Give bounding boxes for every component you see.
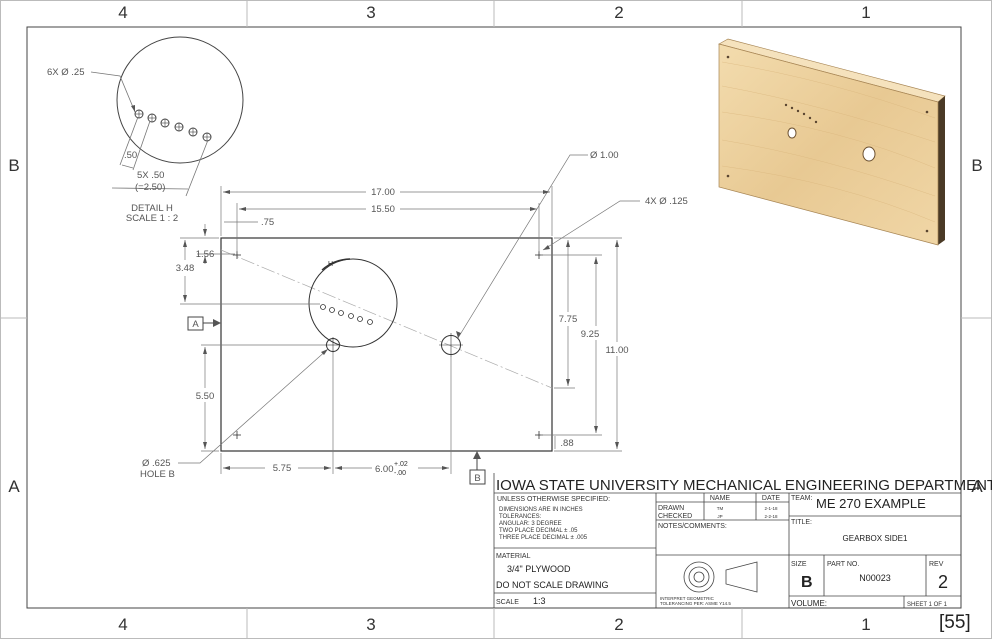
datum-a: A xyxy=(187,316,213,331)
notes-label: NOTES/COMMENTS: xyxy=(658,523,727,530)
gdt-note-2: TOLERANCING PER: ASME Y14.5 xyxy=(660,601,731,606)
datum-b: B xyxy=(469,459,486,485)
scale-label: SCALE xyxy=(496,599,519,606)
dim-lower-left: 5.50 xyxy=(196,391,215,402)
detail-pitch-callout: 5X .50 xyxy=(137,170,164,181)
callout-small-holes: 4X Ø .125 xyxy=(645,196,688,207)
zone-label-top-1: 1 xyxy=(861,3,870,22)
dim-top-offset: 1.56 xyxy=(196,249,215,260)
part-number-label: PART NO. xyxy=(827,561,859,568)
detail-pitch-first: .50 xyxy=(124,150,137,161)
team-value: ME 270 EXAMPLE xyxy=(816,496,926,511)
dimension-arrowheads xyxy=(131,105,619,470)
isometric-view-panel xyxy=(718,38,946,246)
do-not-scale: DO NOT SCALE DRAWING xyxy=(496,580,609,590)
size-label: SIZE xyxy=(791,561,807,568)
zone-label-bottom-1: 1 xyxy=(861,615,870,634)
main-view-dimensions xyxy=(178,154,640,474)
detail-view-h: 6X Ø .25 .50 5X .50 (=2.50) DETAIL H SCA… xyxy=(47,36,244,224)
team-label: TEAM: xyxy=(791,495,812,502)
rev-value: 2 xyxy=(938,572,948,592)
drawn-date: 2-1-18 xyxy=(764,506,778,511)
dim-bottom-right: .88 xyxy=(560,438,573,449)
title-value: GEARBOX SIDE1 xyxy=(843,534,908,543)
dim-tolerance-minus: -.00 xyxy=(394,470,406,477)
detail-title: DETAIL H xyxy=(131,203,173,214)
zone-label-bottom-4: 4 xyxy=(118,615,127,634)
scale-value: 1:3 xyxy=(533,596,546,606)
detail-total-callout: (=2.50) xyxy=(135,182,165,193)
detail-scale: SCALE 1 : 2 xyxy=(126,213,178,224)
dim-edge: .75 xyxy=(261,217,274,228)
volume-label: VOLUME: xyxy=(791,599,827,608)
rev-label: REV xyxy=(929,561,944,568)
date-header: DATE xyxy=(762,495,780,502)
detail-letter: H xyxy=(328,261,333,268)
dim-bottom-center: 6.00 xyxy=(375,464,394,475)
dim-width: 17.00 xyxy=(371,187,395,198)
checked-label: CHECKED xyxy=(658,513,692,520)
checked-date: 2-2-18 xyxy=(764,514,778,519)
size-value: B xyxy=(801,574,813,591)
svg-text:B: B xyxy=(474,473,480,484)
zone-label-right-a: A xyxy=(971,477,983,496)
callout-hole-b-diameter: Ø .625 xyxy=(142,458,171,469)
dim-height: 11.00 xyxy=(605,345,628,356)
three-place-tolerance: THREE PLACE DECIMAL ± .005 xyxy=(499,535,588,541)
dimensions-in: DIMENSIONS ARE IN INCHES xyxy=(499,507,583,513)
svg-text:A: A xyxy=(192,319,199,330)
title-block xyxy=(493,473,961,608)
angular-tolerance: ANGULAR: 3 DEGREE xyxy=(499,521,562,527)
callout-large-hole: Ø 1.00 xyxy=(590,150,619,161)
dim-bottom-left: 5.75 xyxy=(273,463,292,474)
zone-label-top-2: 2 xyxy=(614,3,623,22)
zone-label-bottom-3: 3 xyxy=(366,615,375,634)
sheet-value: SHEET 1 OF 1 xyxy=(907,602,948,608)
name-header: NAME xyxy=(710,495,731,502)
gdt-note-1: INTERPRET GEOMETRIC xyxy=(660,596,715,601)
zone-label-right-b: B xyxy=(971,156,982,175)
zone-label-left-a: A xyxy=(8,477,20,496)
zone-label-top-3: 3 xyxy=(366,3,375,22)
material-value: 3/4" PLYWOOD xyxy=(507,564,571,574)
page-marker: [55] xyxy=(939,612,971,633)
detail-hole-callout: 6X Ø .25 xyxy=(47,67,85,78)
drawn-name: TM xyxy=(717,506,724,511)
dim-right-775: 7.75 xyxy=(559,314,578,325)
checked-name: JP xyxy=(717,514,722,519)
dim-right-925: 9.25 xyxy=(581,329,600,340)
zone-label-top-4: 4 xyxy=(118,3,127,22)
zone-label-left-b: B xyxy=(8,156,19,175)
unless-specified: UNLESS OTHERWISE SPECIFIED: xyxy=(497,496,610,503)
part-number-value: N00023 xyxy=(859,573,891,583)
university-title: IOWA STATE UNIVERSITY MECHANICAL ENGINEE… xyxy=(496,477,992,494)
dim-left-height: 3.48 xyxy=(176,263,195,274)
material-label: MATERIAL xyxy=(496,553,531,560)
dim-inner-width: 15.50 xyxy=(371,204,395,215)
title-label: TITLE: xyxy=(791,519,812,526)
two-place-tolerance: TWO PLACE DECIMAL ± .05 xyxy=(499,528,578,534)
callout-hole-b: HOLE B xyxy=(140,469,175,480)
dim-tolerance-plus: +.02 xyxy=(394,461,408,468)
drawn-label: DRAWN xyxy=(658,505,684,512)
main-view-part-outline xyxy=(220,237,553,452)
tolerances-label: TOLERANCES: xyxy=(499,514,542,520)
zone-label-bottom-2: 2 xyxy=(614,615,623,634)
